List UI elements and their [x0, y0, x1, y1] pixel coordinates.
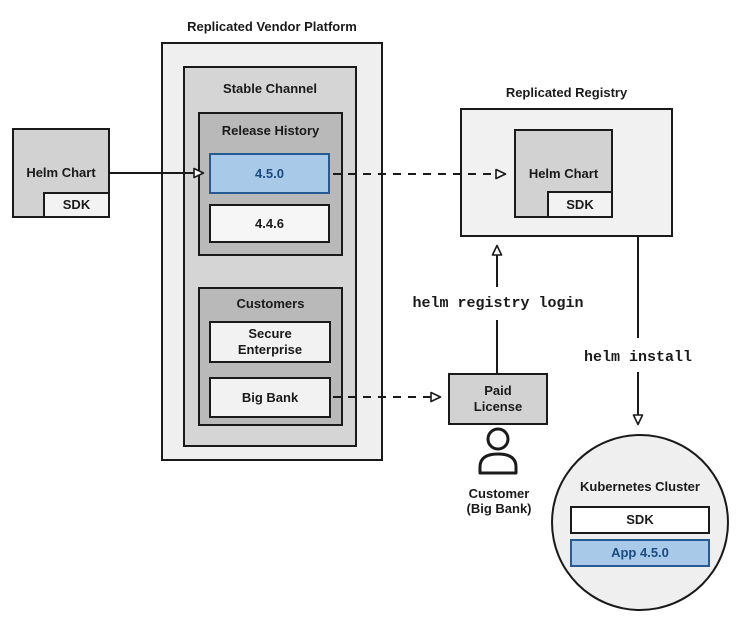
stable-channel-label: Stable Channel — [223, 81, 317, 96]
person-icon — [478, 427, 518, 475]
vendor-platform-title: Replicated Vendor Platform — [187, 19, 357, 34]
source-sdk-label: SDK — [62, 197, 91, 212]
registry-title: Replicated Registry — [505, 85, 628, 100]
kubernetes-cluster-circle: Kubernetes Cluster SDK App 4.5.0 — [551, 434, 729, 611]
customers-label: Customers — [236, 296, 305, 311]
release-450-label: 4.5.0 — [255, 165, 284, 181]
helm-registry-login-command: helm registry login — [412, 295, 584, 312]
customer-caption-line1: Customer — [468, 486, 530, 501]
paid-license-box: Paid License — [448, 373, 548, 425]
registry-sdk-label: SDK — [566, 196, 594, 212]
customer-item-secure-enterprise: Secure Enterprise — [209, 321, 331, 363]
big-bank-label: Big Bank — [241, 389, 299, 405]
cluster-sdk-box: SDK — [570, 506, 710, 534]
customer-caption-line2: (Big Bank) — [466, 501, 532, 516]
release-446-label: 4.4.6 — [255, 215, 284, 231]
registry-helm-chart-label: Helm Chart — [528, 165, 599, 181]
kubernetes-cluster-title: Kubernetes Cluster — [580, 479, 700, 494]
cluster-sdk-label: SDK — [626, 512, 654, 527]
customer-item-big-bank: Big Bank — [209, 377, 331, 418]
paid-license-line1: Paid — [484, 383, 512, 398]
registry-sdk-box: SDK — [547, 191, 613, 218]
release-item-446: 4.4.6 — [209, 204, 330, 243]
secure-enterprise-label: Secure Enterprise — [237, 326, 303, 357]
paid-license-line2: License — [473, 399, 523, 414]
source-helm-chart-label: Helm Chart — [26, 165, 96, 180]
release-item-450: 4.5.0 — [209, 153, 330, 194]
cluster-app-box: App 4.5.0 — [570, 539, 710, 567]
helm-install-command: helm install — [583, 349, 693, 366]
release-history-label: Release History — [221, 123, 320, 138]
customer-caption: Customer (Big Bank) — [438, 486, 560, 516]
cluster-app-label: App 4.5.0 — [611, 545, 669, 560]
source-sdk-box: SDK — [43, 192, 110, 218]
